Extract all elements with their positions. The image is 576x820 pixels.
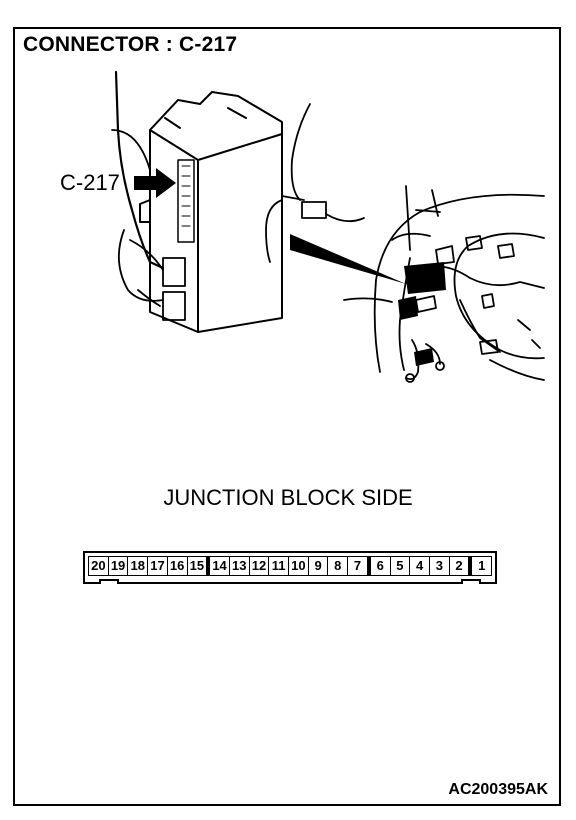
pin-13: 13 (228, 557, 249, 575)
figure-code: AC200395AK (448, 781, 548, 798)
pin-17: 17 (147, 557, 167, 575)
pin-7: 7 (347, 557, 367, 575)
junction-block-body (149, 91, 283, 333)
pin-9: 9 (307, 557, 328, 575)
diagram-title: CONNECTOR : C-217 (23, 33, 238, 56)
pin-6: 6 (366, 557, 390, 575)
callout-arrow (134, 168, 176, 198)
diagram-frame (13, 27, 561, 806)
connector-lock-tab-left (99, 579, 119, 584)
pin-11: 11 (268, 557, 288, 575)
pin-5: 5 (389, 557, 410, 575)
dashboard-harness-dark (398, 262, 446, 366)
connector-callout-label: C-217 (60, 170, 120, 195)
pin-14: 14 (206, 557, 229, 575)
connector-pin-row: 20 19 18 17 16 15 14 13 12 11 10 9 8 7 6… (88, 556, 492, 576)
pin-20: 20 (91, 558, 106, 573)
pin-18: 18 (127, 557, 147, 575)
pin-19: 19 (107, 557, 128, 575)
pin-16: 16 (166, 557, 187, 575)
connector-lock-tab-right (461, 579, 481, 584)
pin-1: 1 (468, 557, 491, 575)
c217-connector-on-block (177, 159, 195, 243)
pin-2: 2 (448, 557, 469, 575)
pin-10: 10 (288, 557, 308, 575)
pin-12: 12 (248, 557, 269, 575)
connector-face-diagram: 20 19 18 17 16 15 14 13 12 11 10 9 8 7 6… (83, 551, 497, 584)
pin-4: 4 (409, 557, 429, 575)
pin-3: 3 (428, 557, 449, 575)
pin-8: 8 (327, 557, 347, 575)
junction-block-side-label: JUNCTION BLOCK SIDE (163, 485, 413, 510)
pin-15: 15 (186, 557, 207, 575)
